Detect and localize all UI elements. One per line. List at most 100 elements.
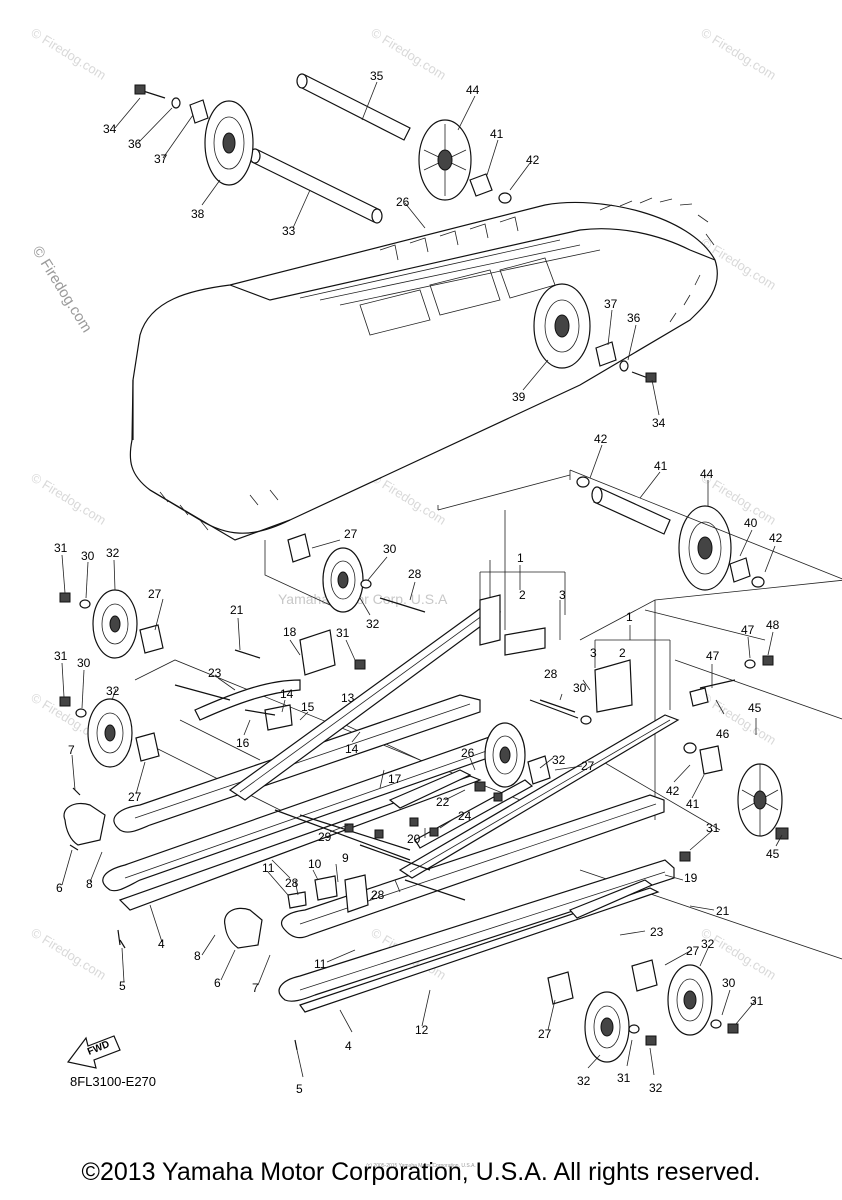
callout: 32 (649, 1081, 663, 1095)
callout: 9 (342, 851, 349, 865)
callout: 32 (106, 684, 120, 698)
callout: 29 (318, 830, 332, 844)
watermark-layer: © Firedog.com © Firedog.com © Firedog.co… (28, 25, 778, 983)
callout: 23 (208, 666, 222, 680)
callout: 21 (230, 603, 244, 617)
callout: 42 (666, 784, 680, 798)
callout: 30 (77, 656, 91, 670)
callout: 32 (366, 617, 380, 631)
callout: 5 (296, 1082, 303, 1096)
callout: 3 (590, 646, 597, 660)
rear-upper-hardware (134, 73, 657, 383)
copyright-line: ©2013 Yamaha Motor Corporation, U.S.A. A… (81, 1158, 761, 1186)
watermark-text: © Firedog.com (28, 470, 108, 528)
callout: 30 (722, 976, 736, 990)
callout: 8 (194, 949, 201, 963)
callout: 1 (626, 610, 633, 624)
callout: 42 (769, 531, 783, 545)
callout: 27 (148, 587, 162, 601)
arms-and-brackets (174, 594, 736, 919)
callout: 36 (627, 311, 641, 325)
callout: 28 (408, 567, 422, 581)
callout: 31 (54, 541, 68, 555)
callout: 39 (512, 390, 526, 404)
callout: 12 (415, 1023, 429, 1037)
callout: 8 (86, 877, 93, 891)
callout: 24 (458, 809, 472, 823)
callout: 37 (154, 152, 168, 166)
callout: 21 (716, 904, 730, 918)
callout: 26 (461, 746, 475, 760)
callout: 23 (650, 925, 664, 939)
callout: 30 (383, 542, 397, 556)
callout: 32 (106, 546, 120, 560)
callout: 27 (686, 944, 700, 958)
part-code: 8FL3100-E270 (70, 1074, 157, 1089)
small-copyright: (c) 2005-2015 Yamaha Motor Corporation, … (366, 1163, 476, 1169)
upper-axle-assembly (576, 476, 765, 591)
watermark-text: © Firedog.com (698, 25, 778, 83)
track-belt (129, 197, 718, 541)
callout: 45 (766, 847, 780, 861)
callout: 31 (54, 649, 68, 663)
leader-lines (61, 81, 783, 1078)
callout: 4 (345, 1039, 352, 1053)
callout: 41 (654, 459, 668, 473)
callout: 42 (594, 432, 608, 446)
callout: 27 (581, 759, 595, 773)
callout: 4 (158, 937, 165, 951)
callout: 44 (700, 467, 714, 481)
callout: 31 (750, 994, 764, 1008)
callout: 36 (128, 137, 142, 151)
callout: 14 (345, 742, 359, 756)
callout: 41 (490, 127, 504, 141)
callout: 30 (81, 549, 95, 563)
callout: 34 (103, 122, 117, 136)
callout: 5 (119, 979, 126, 993)
callout: 38 (191, 207, 205, 221)
callout: 17 (388, 772, 402, 786)
callout: 35 (370, 69, 384, 83)
callout: 27 (128, 790, 142, 804)
small-hardware (59, 533, 789, 1046)
callout: 16 (236, 736, 250, 750)
callout: 7 (252, 981, 259, 995)
callout: 15 (301, 700, 315, 714)
callout: 28 (285, 876, 299, 890)
callout: 10 (308, 857, 322, 871)
callout: 3 (559, 588, 566, 602)
callout: 28 (544, 667, 558, 681)
guide-lines (134, 469, 842, 960)
callout: 41 (686, 797, 700, 811)
callout: 44 (466, 83, 480, 97)
callout: 6 (214, 976, 221, 990)
callout: 2 (519, 588, 526, 602)
callout: 1 (517, 551, 524, 565)
callout: 19 (684, 871, 698, 885)
watermark-text: © Firedog.com (28, 925, 108, 983)
callout: 40 (744, 516, 758, 530)
callout: 6 (56, 881, 63, 895)
fwd-arrow-icon: FWD (66, 1035, 121, 1069)
callout: 31 (617, 1071, 631, 1085)
callout: 31 (706, 821, 720, 835)
watermark-center-text: Yamaha Motor Corp. U.S.A (278, 591, 448, 607)
watermark-text: © Firedog.com (698, 690, 778, 748)
callout: 2 (619, 646, 626, 660)
callout: 47 (741, 623, 755, 637)
watermark-text: © Firedog.com (28, 25, 108, 83)
callout: 33 (282, 224, 296, 238)
callout: 32 (577, 1074, 591, 1088)
callout: 42 (526, 153, 540, 167)
callout: 46 (716, 727, 730, 741)
callout: 32 (701, 937, 715, 951)
callout: 7 (68, 743, 75, 757)
callout: 13 (341, 691, 355, 705)
callout-labels: 35 44 41 42 34 36 37 38 33 26 37 36 34 3… (54, 69, 783, 1096)
callout: 48 (766, 618, 780, 632)
callout: 27 (344, 527, 358, 541)
watermark-side-text: © Firedog.com (29, 243, 96, 336)
slide-rails (102, 604, 680, 1013)
callout: 31 (336, 626, 350, 640)
